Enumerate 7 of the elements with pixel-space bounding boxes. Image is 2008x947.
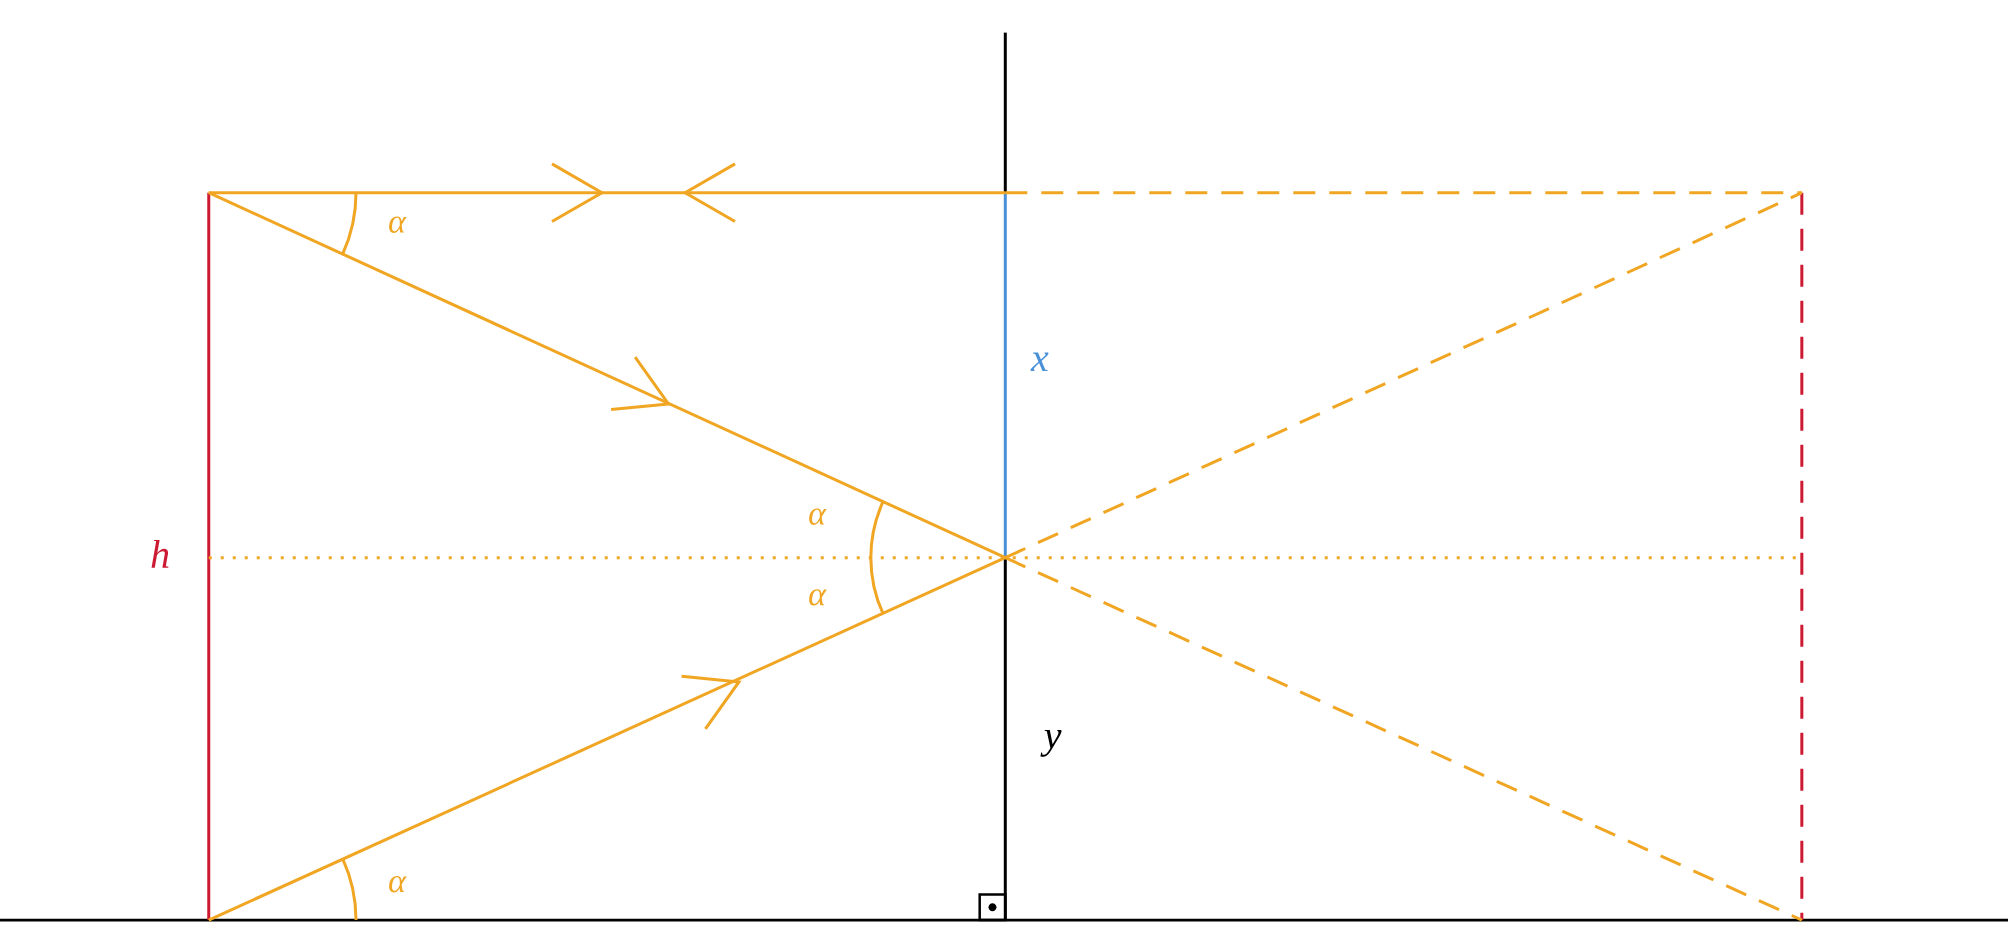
length-label: y (1040, 729, 1062, 757)
angle-label: α (389, 876, 407, 893)
angle-label: α (389, 216, 407, 233)
angle-label: α (809, 589, 827, 606)
length-label: h (151, 539, 169, 568)
length-label: x (1030, 352, 1049, 371)
angle-label: α (809, 508, 827, 525)
